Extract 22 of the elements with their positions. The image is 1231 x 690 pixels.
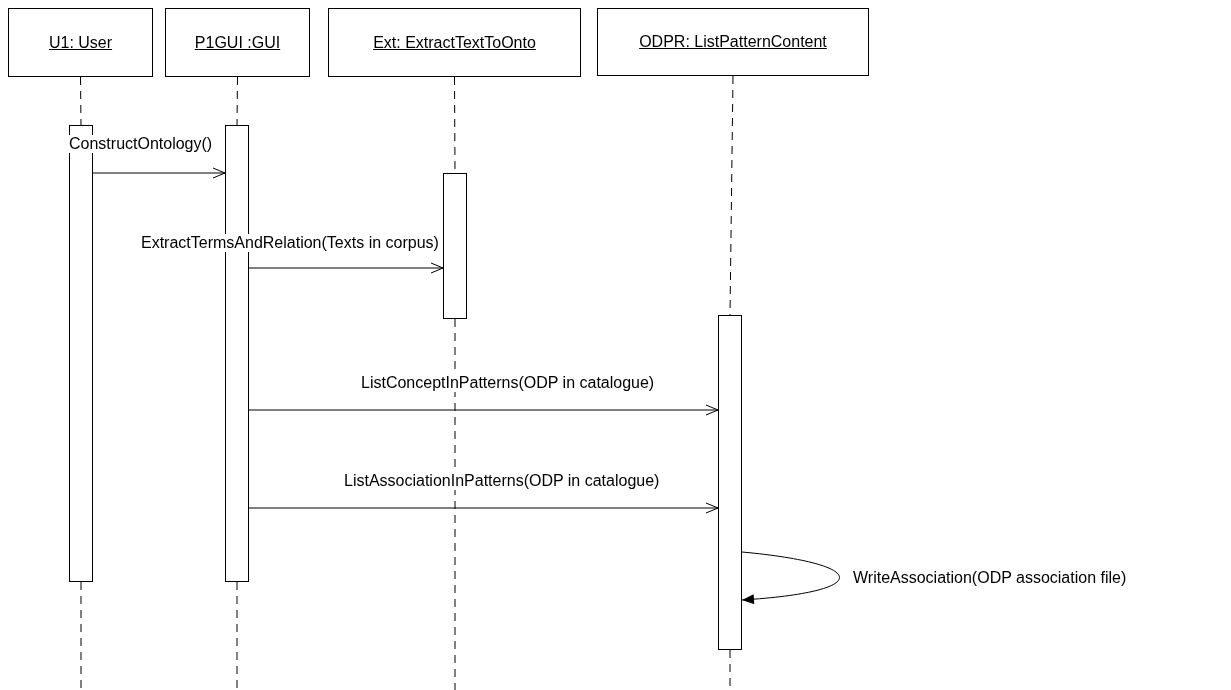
lifeline (236, 76, 238, 126)
activation-bar (718, 315, 742, 650)
message-label: ExtractTermsAndRelation(Texts in corpus) (140, 234, 440, 252)
object-name: P1GUI :GUI (194, 33, 281, 52)
lifeline-head-box (328, 8, 581, 77)
object-name: ODPR: ListPatternContent (639, 33, 827, 51)
self-message-arrow (741, 551, 840, 604)
message-label: ListAssociationInPatterns(ODP in catalogue) (343, 472, 661, 490)
lifeline-head-box (8, 8, 153, 77)
object-name: U1: User (48, 33, 113, 52)
lifeline (80, 76, 82, 126)
message-arrow (248, 502, 719, 514)
message-arrow (92, 167, 226, 179)
message-label: ConstructOntology() (68, 135, 214, 153)
message-arrow (248, 262, 444, 274)
object-name: Ext: ExtractTextToOnto (373, 33, 536, 52)
activation-bar (443, 173, 467, 319)
message-label: ListConceptInPatterns(ODP in catalogue) (360, 374, 656, 392)
message-label: WriteAssociation(ODP association file) (852, 569, 1128, 587)
lifeline-head-box (165, 8, 310, 77)
lifeline-head-box (597, 8, 869, 76)
message-arrow (248, 404, 719, 416)
